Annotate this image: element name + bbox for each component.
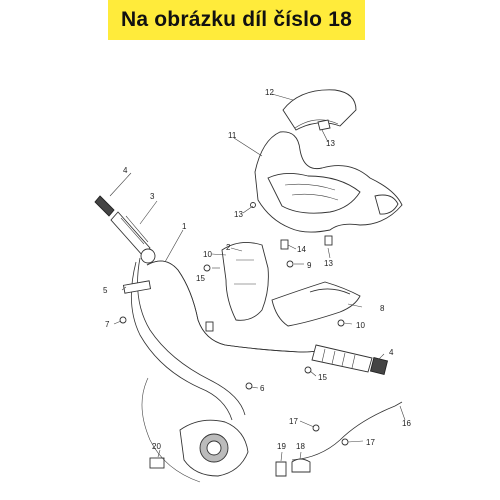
callout-17-right: 17 xyxy=(366,438,375,447)
callout-14: 14 xyxy=(297,245,306,254)
cover-bracket xyxy=(221,241,269,321)
callout-8: 8 xyxy=(380,304,385,313)
throttle-cables xyxy=(122,257,246,421)
callout-18: 18 xyxy=(296,442,305,451)
callout-13-top: 13 xyxy=(326,139,335,148)
handlebar xyxy=(146,260,323,353)
handle-grip-right xyxy=(311,344,389,376)
throttle-body xyxy=(149,419,249,477)
banner-text: Na obrázku díl číslo 18 xyxy=(120,8,352,31)
callout-15-upper: 15 xyxy=(196,274,205,283)
front-top-cover xyxy=(282,89,357,131)
callout-2: 2 xyxy=(226,243,231,252)
callout-12: 12 xyxy=(265,88,274,97)
callout-7: 7 xyxy=(105,320,110,329)
callout-10-left: 10 xyxy=(203,250,212,259)
callout-16: 16 xyxy=(402,419,411,428)
handlebar-upper-cover xyxy=(254,131,403,233)
callout-10-right: 10 xyxy=(356,321,365,330)
callout-13-right: 13 xyxy=(324,259,333,268)
callout-17-left: 17 xyxy=(289,417,298,426)
callout-4-right: 4 xyxy=(389,348,394,357)
lower-handlebar-cover xyxy=(271,281,361,327)
cable-holder-19 xyxy=(275,461,287,477)
screws xyxy=(119,202,349,446)
callout-6: 6 xyxy=(260,384,265,393)
part-number-banner: Na obrázku díl číslo 18 xyxy=(108,0,365,40)
callout-19: 19 xyxy=(277,442,286,451)
callout-labels: 4 3 1 10 15 2 11 12 13 13 14 13 9 8 10 4 xyxy=(103,88,411,462)
brake-cable xyxy=(291,401,403,461)
cable-loop xyxy=(141,377,201,483)
throttle-grip xyxy=(110,211,156,264)
callout-11: 11 xyxy=(228,131,237,140)
cable-clamp-18 xyxy=(291,458,311,473)
callout-9: 9 xyxy=(307,261,312,270)
bar-end-weight-left xyxy=(94,195,115,217)
callout-1: 1 xyxy=(182,222,187,231)
callout-15-lower: 15 xyxy=(318,373,327,382)
callout-5: 5 xyxy=(103,286,108,295)
callout-3: 3 xyxy=(150,192,155,201)
callout-13-left: 13 xyxy=(234,210,243,219)
callout-20: 20 xyxy=(152,442,161,451)
callout-4-left: 4 xyxy=(123,166,128,175)
